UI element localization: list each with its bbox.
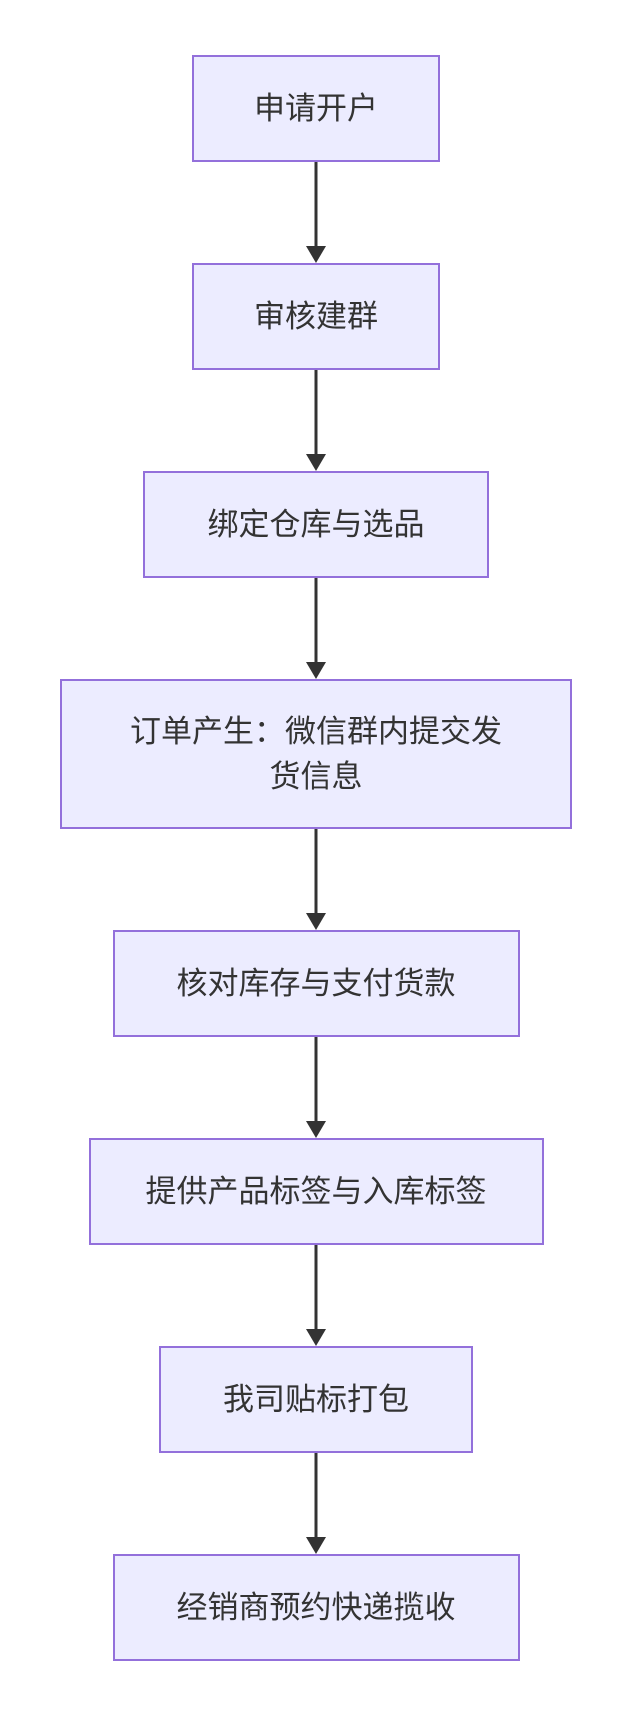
- flow-arrow-3: [296, 578, 336, 679]
- arrow-line: [314, 1037, 318, 1123]
- arrow-line: [314, 1453, 318, 1539]
- flow-node-our-company-label-pack: 我司贴标打包: [159, 1346, 473, 1453]
- flow-arrow-6: [296, 1245, 336, 1346]
- flowchart: 申请开户 审核建群 绑定仓库与选品 订单产生：微信群内提交发 货信息 核对库存与…: [0, 55, 632, 1661]
- flow-node-apply-account: 申请开户: [192, 55, 440, 162]
- arrow-line: [314, 829, 318, 915]
- flow-arrow-4: [296, 829, 336, 930]
- arrowhead-down-icon: [306, 662, 326, 679]
- arrowhead-down-icon: [306, 454, 326, 471]
- flow-arrow-5: [296, 1037, 336, 1138]
- flow-node-provide-labels: 提供产品标签与入库标签: [88, 1138, 544, 1245]
- arrowhead-down-icon: [306, 1537, 326, 1554]
- arrow-line: [314, 370, 318, 456]
- arrow-line: [314, 578, 318, 664]
- flow-arrow-1: [296, 162, 336, 263]
- flow-node-bind-warehouse-select-products: 绑定仓库与选品: [143, 471, 489, 578]
- arrowhead-down-icon: [306, 1121, 326, 1138]
- arrow-line: [314, 1245, 318, 1331]
- arrowhead-down-icon: [306, 913, 326, 930]
- flow-node-dealer-courier-pickup: 经销商预约快递揽收: [112, 1554, 520, 1661]
- arrowhead-down-icon: [306, 246, 326, 263]
- flow-node-verify-inventory-payment: 核对库存与支付货款: [112, 930, 520, 1037]
- flow-node-order-created: 订单产生：微信群内提交发 货信息: [60, 679, 572, 829]
- flow-arrow-7: [296, 1453, 336, 1554]
- flow-node-review-create-group: 审核建群: [192, 263, 440, 370]
- arrowhead-down-icon: [306, 1329, 326, 1346]
- flow-arrow-2: [296, 370, 336, 471]
- arrow-line: [314, 162, 318, 248]
